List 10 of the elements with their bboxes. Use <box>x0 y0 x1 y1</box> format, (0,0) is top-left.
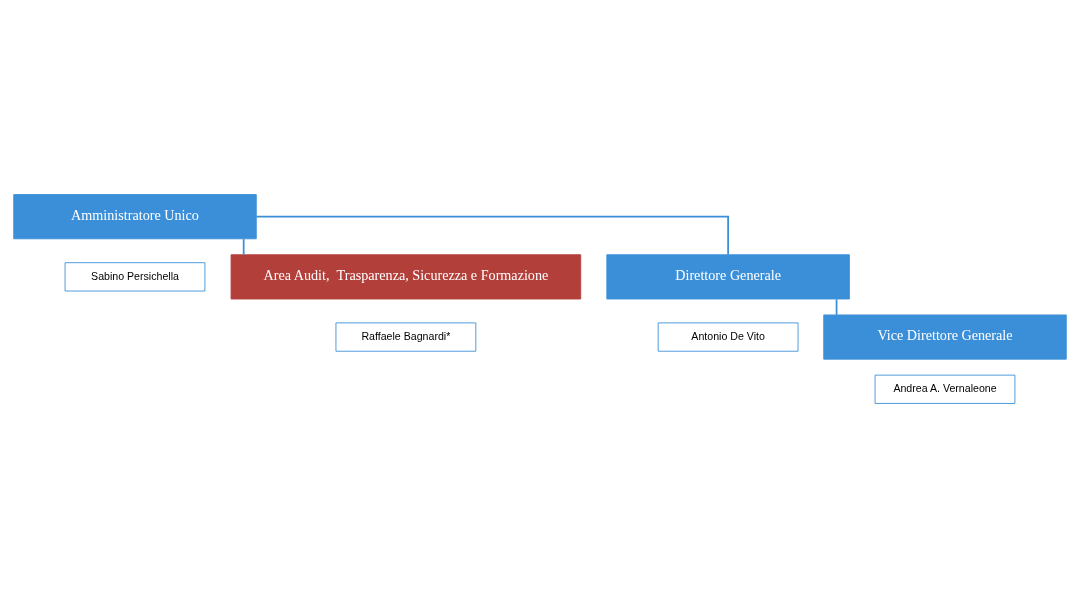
node-box: Direttore Generale <box>606 254 850 300</box>
node-box: Antonio De Vito <box>657 322 799 352</box>
node-box: Sabino Persichella <box>64 262 206 292</box>
node-box: Vice Direttore Generale <box>823 314 1067 360</box>
node-box: Andrea A. Vernaleone <box>874 374 1016 404</box>
connector <box>255 215 729 256</box>
node-box: Area Audit, Trasparenza, Sicurezza e Formazione <box>230 254 582 300</box>
node-box: Raffaele Bagnardi* <box>335 322 477 352</box>
connector <box>242 238 245 256</box>
node-box: Amministratore Unico <box>13 194 257 240</box>
